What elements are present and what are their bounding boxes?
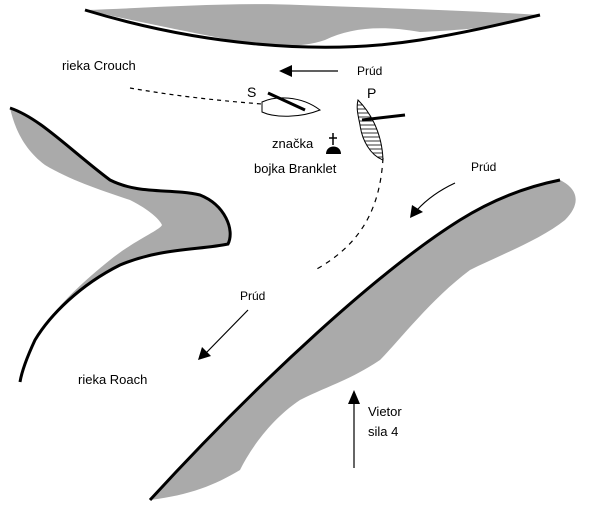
current-label-top: Prúd [357, 64, 382, 78]
current-arrow-right [410, 182, 456, 218]
wind-label-line2: sila 4 [368, 424, 398, 439]
current-label-left: Prúd [240, 289, 265, 303]
arrow-icon [410, 205, 423, 218]
dashed-course-s [129, 87, 263, 105]
left-headland [9, 106, 232, 383]
right-bank [148, 178, 576, 502]
wind-label-line1: Vietor [368, 404, 402, 419]
sailboat-hatched-icon [356, 99, 384, 161]
dashed-course-p [314, 157, 384, 271]
arrow-icon [279, 65, 292, 77]
arrow-up-icon [348, 390, 360, 404]
river-crouch-label: rieka Crouch [62, 58, 136, 73]
boat-p-label: P [367, 85, 376, 101]
sailboat-icon [261, 97, 322, 117]
boat-s: S [247, 84, 322, 117]
current-arrow-top [279, 65, 338, 77]
arrow-icon [198, 347, 211, 360]
river-roach-label: rieka Roach [78, 372, 147, 387]
boat-p: P [356, 85, 406, 161]
buoy-label: bojka Branklet [254, 161, 337, 176]
boom-s [267, 91, 306, 112]
cardinal-buoy-icon [326, 133, 341, 154]
marker-label: značka [272, 136, 314, 151]
boat-s-label: S [247, 84, 256, 100]
current-label-right: Prúd [471, 160, 496, 174]
current-arrow-left [198, 309, 249, 360]
top-shore [84, 4, 541, 49]
boom-p [361, 113, 406, 122]
wind-arrow [348, 390, 360, 468]
